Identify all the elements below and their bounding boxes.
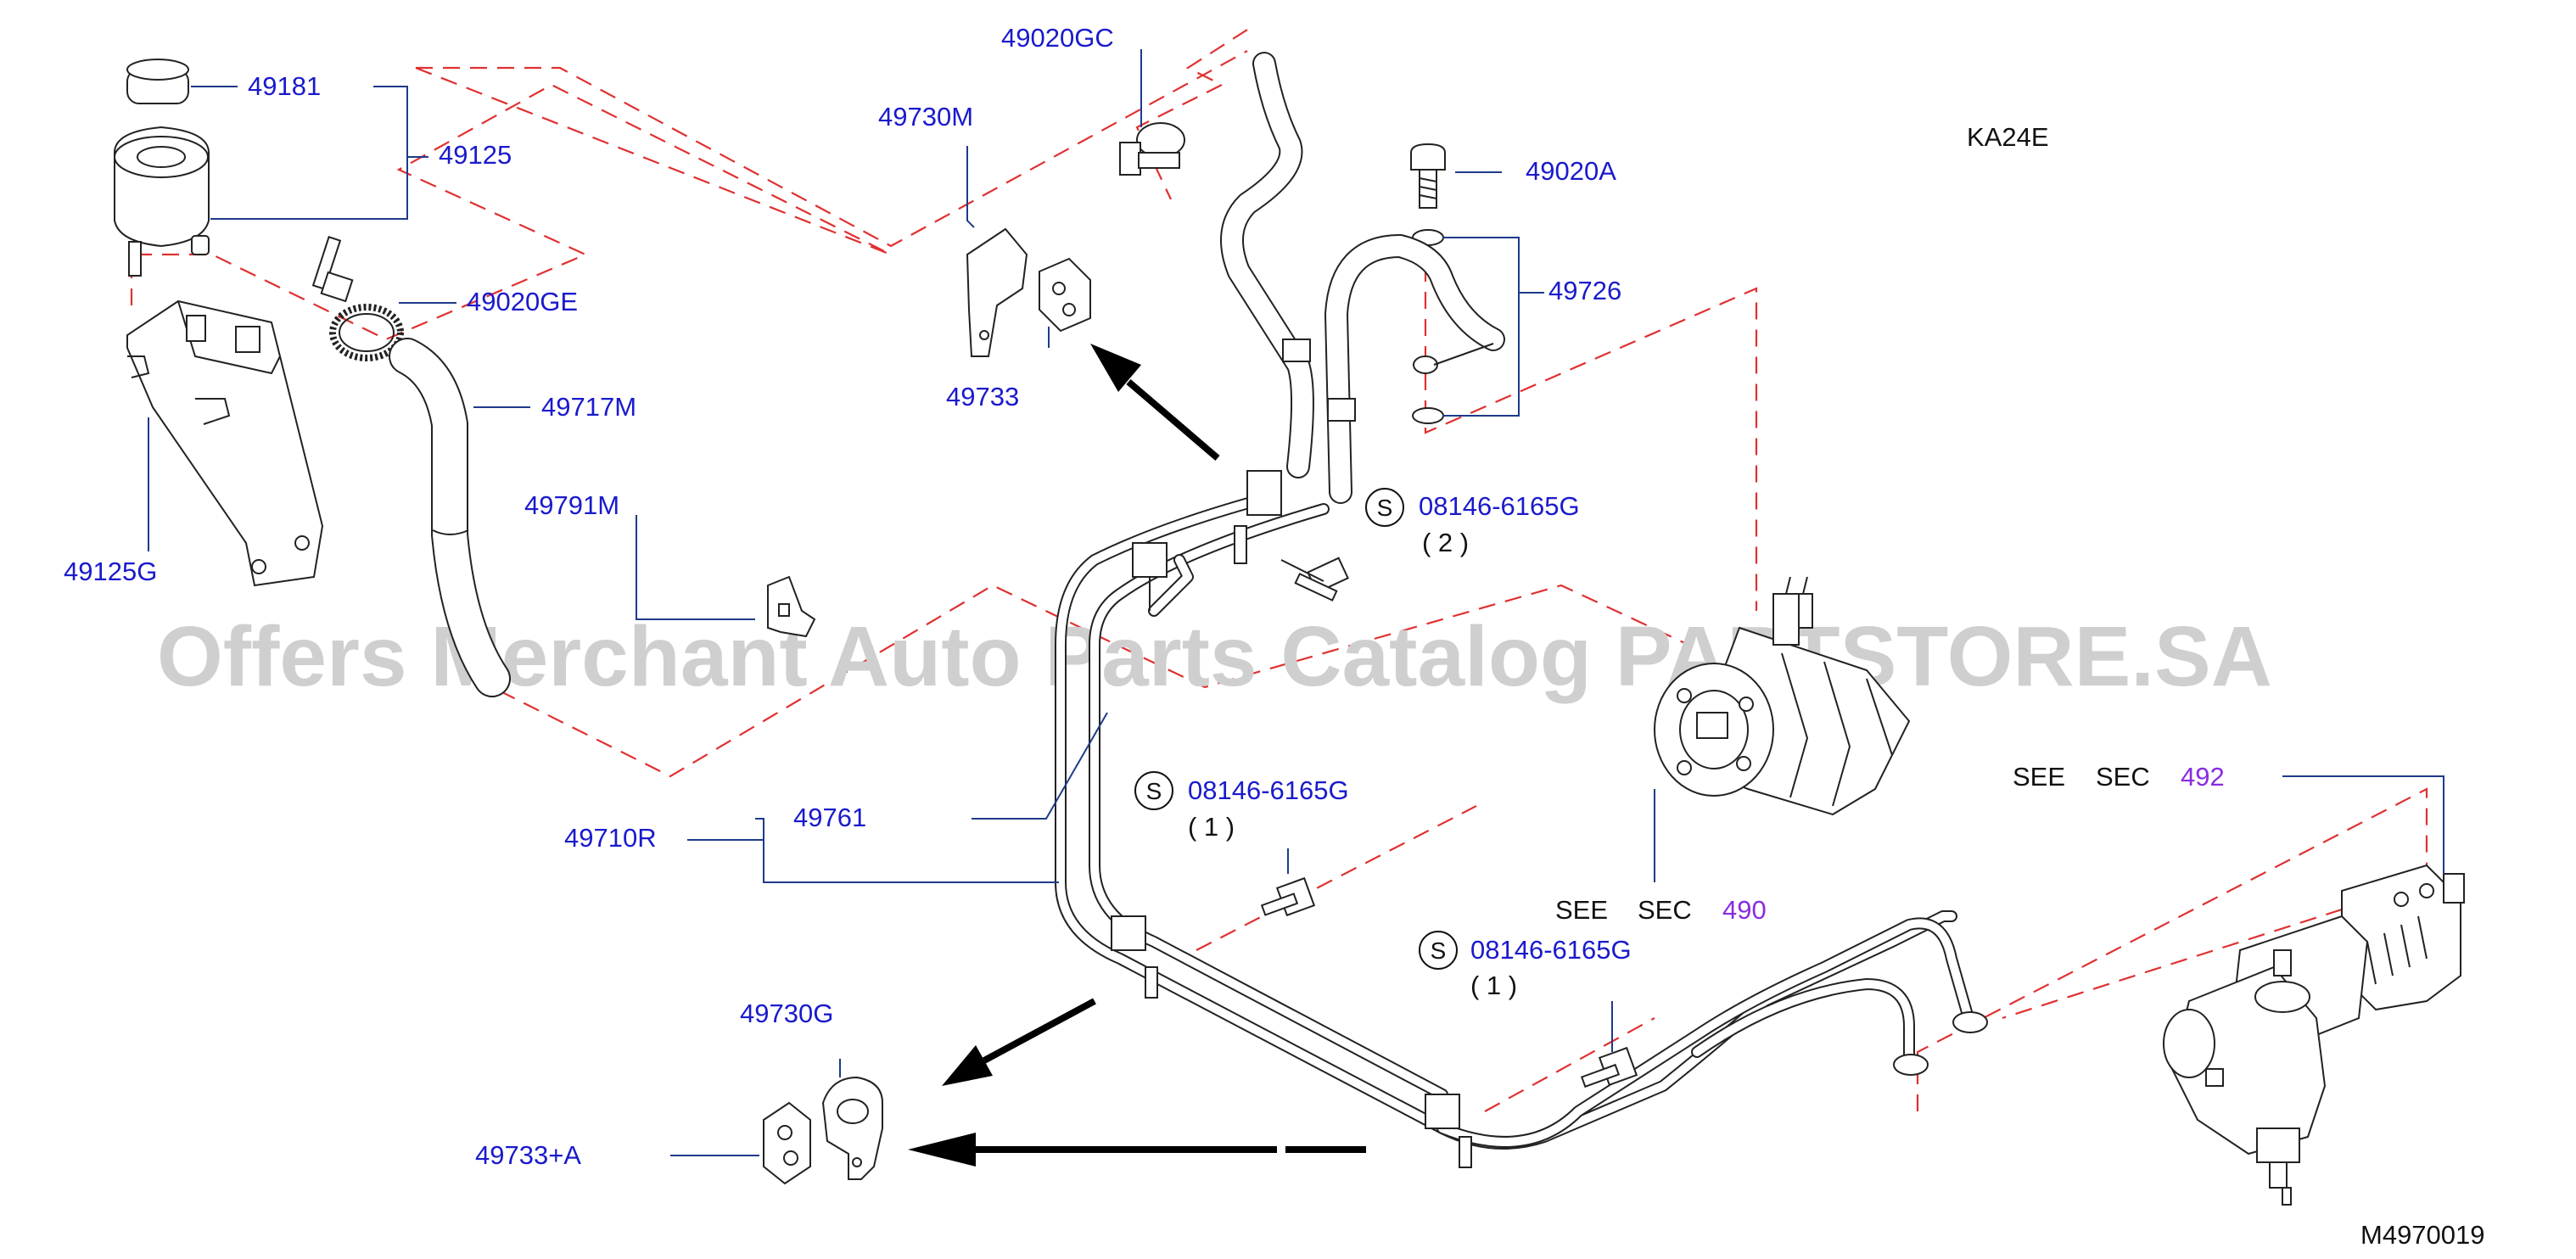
part-label-49730G[interactable]: 49730G [740, 999, 833, 1028]
bolt-1-drawing [1280, 557, 1349, 602]
arrow-head-upper [1090, 344, 1141, 392]
arrow-head-lower [908, 1133, 976, 1167]
clamp-49020GC-drawing [1119, 122, 1185, 176]
tube-assembly-drawing [1055, 470, 1988, 1168]
part-label-49791M[interactable]: 49791M [524, 490, 619, 520]
section-number-492[interactable]: 492 [2181, 762, 2225, 792]
sec-text: SEC [1638, 895, 1692, 925]
suction-hose-drawing [389, 338, 511, 697]
bolt-qty-2: ( 1 ) [1188, 812, 1235, 842]
power-steering-pump-drawing [1654, 576, 1911, 816]
bolt-symbol-letter: S [1146, 778, 1162, 804]
clamp-49730G-drawing [821, 1076, 883, 1180]
section-number-490[interactable]: 490 [1722, 895, 1767, 925]
part-label-49733[interactable]: 49733 [946, 382, 1019, 411]
bolt-qty-1: ( 2 ) [1422, 528, 1469, 557]
reservoir-bracket-drawing [126, 299, 324, 587]
return-hose-drawing [1220, 52, 1356, 478]
part-label-49020A[interactable]: 49020A [1526, 156, 1616, 186]
see-text: SEE [1555, 895, 1608, 925]
part-label-49710R[interactable]: 49710R [564, 823, 657, 853]
clamp-49730M-drawing [966, 227, 1028, 357]
clamp-49020GE-drawing [311, 236, 404, 361]
part-label-49020GE[interactable]: 49020GE [467, 287, 578, 316]
bolt-symbol-letter: S [1377, 495, 1393, 521]
view-arrows [908, 344, 1366, 1167]
steering-gear-drawing [2163, 864, 2465, 1206]
part-label-49125[interactable]: 49125 [439, 140, 512, 170]
bolt-code-3[interactable]: 08146-6165G [1470, 935, 1632, 965]
part-label-49181[interactable]: 49181 [248, 71, 321, 101]
bolt-code-1[interactable]: 08146-6165G [1419, 491, 1580, 521]
grommet-49733-drawing [1039, 257, 1091, 333]
bolt-symbol-3: S [1419, 931, 1458, 970]
bolt-3-drawing [1580, 1046, 1638, 1088]
arrow-line-upper [1126, 378, 1220, 462]
banjo-bolt-drawing [1410, 143, 1446, 209]
bolt-symbol-letter: S [1431, 937, 1447, 964]
part-label-49730M[interactable]: 49730M [878, 102, 973, 131]
clip-49791M-drawing [767, 575, 816, 638]
leader-lines [148, 49, 2444, 1156]
section-ref-490[interactable]: SEE SEC 490 [1555, 895, 1767, 925]
see-text: SEE [2013, 762, 2065, 792]
part-label-49761[interactable]: 49761 [793, 803, 866, 832]
diagram-code: M4970019 [2360, 1220, 2485, 1250]
pressure-hose-drawing [1324, 229, 1505, 504]
part-label-49733A[interactable]: 49733+A [475, 1140, 581, 1170]
bolt-qty-3: ( 1 ) [1470, 971, 1517, 1000]
arrow-line-middle [983, 998, 1096, 1064]
bolt-code-2[interactable]: 08146-6165G [1188, 775, 1349, 805]
reservoir-tank-drawing [114, 126, 210, 277]
bolt-symbol-1: S [1365, 488, 1404, 527]
bolt-2-drawing [1260, 876, 1316, 917]
reservoir-cap-drawing [126, 59, 189, 104]
watermark-text: Offers Merchant Auto Parts Catalog PARTS… [157, 609, 2272, 704]
part-label-49125G[interactable]: 49125G [64, 557, 157, 586]
sec-text: SEC [2096, 762, 2150, 792]
part-label-49020GC[interactable]: 49020GC [1001, 23, 1114, 53]
engine-code: KA24E [1967, 122, 2049, 152]
section-ref-492[interactable]: SEE SEC 492 [2013, 762, 2225, 792]
grommet-49733A-drawing [763, 1101, 811, 1185]
arrow-head-middle [942, 1045, 993, 1086]
part-label-49717M[interactable]: 49717M [541, 392, 636, 422]
bolt-symbol-2: S [1134, 771, 1173, 810]
part-label-49726[interactable]: 49726 [1548, 276, 1621, 305]
